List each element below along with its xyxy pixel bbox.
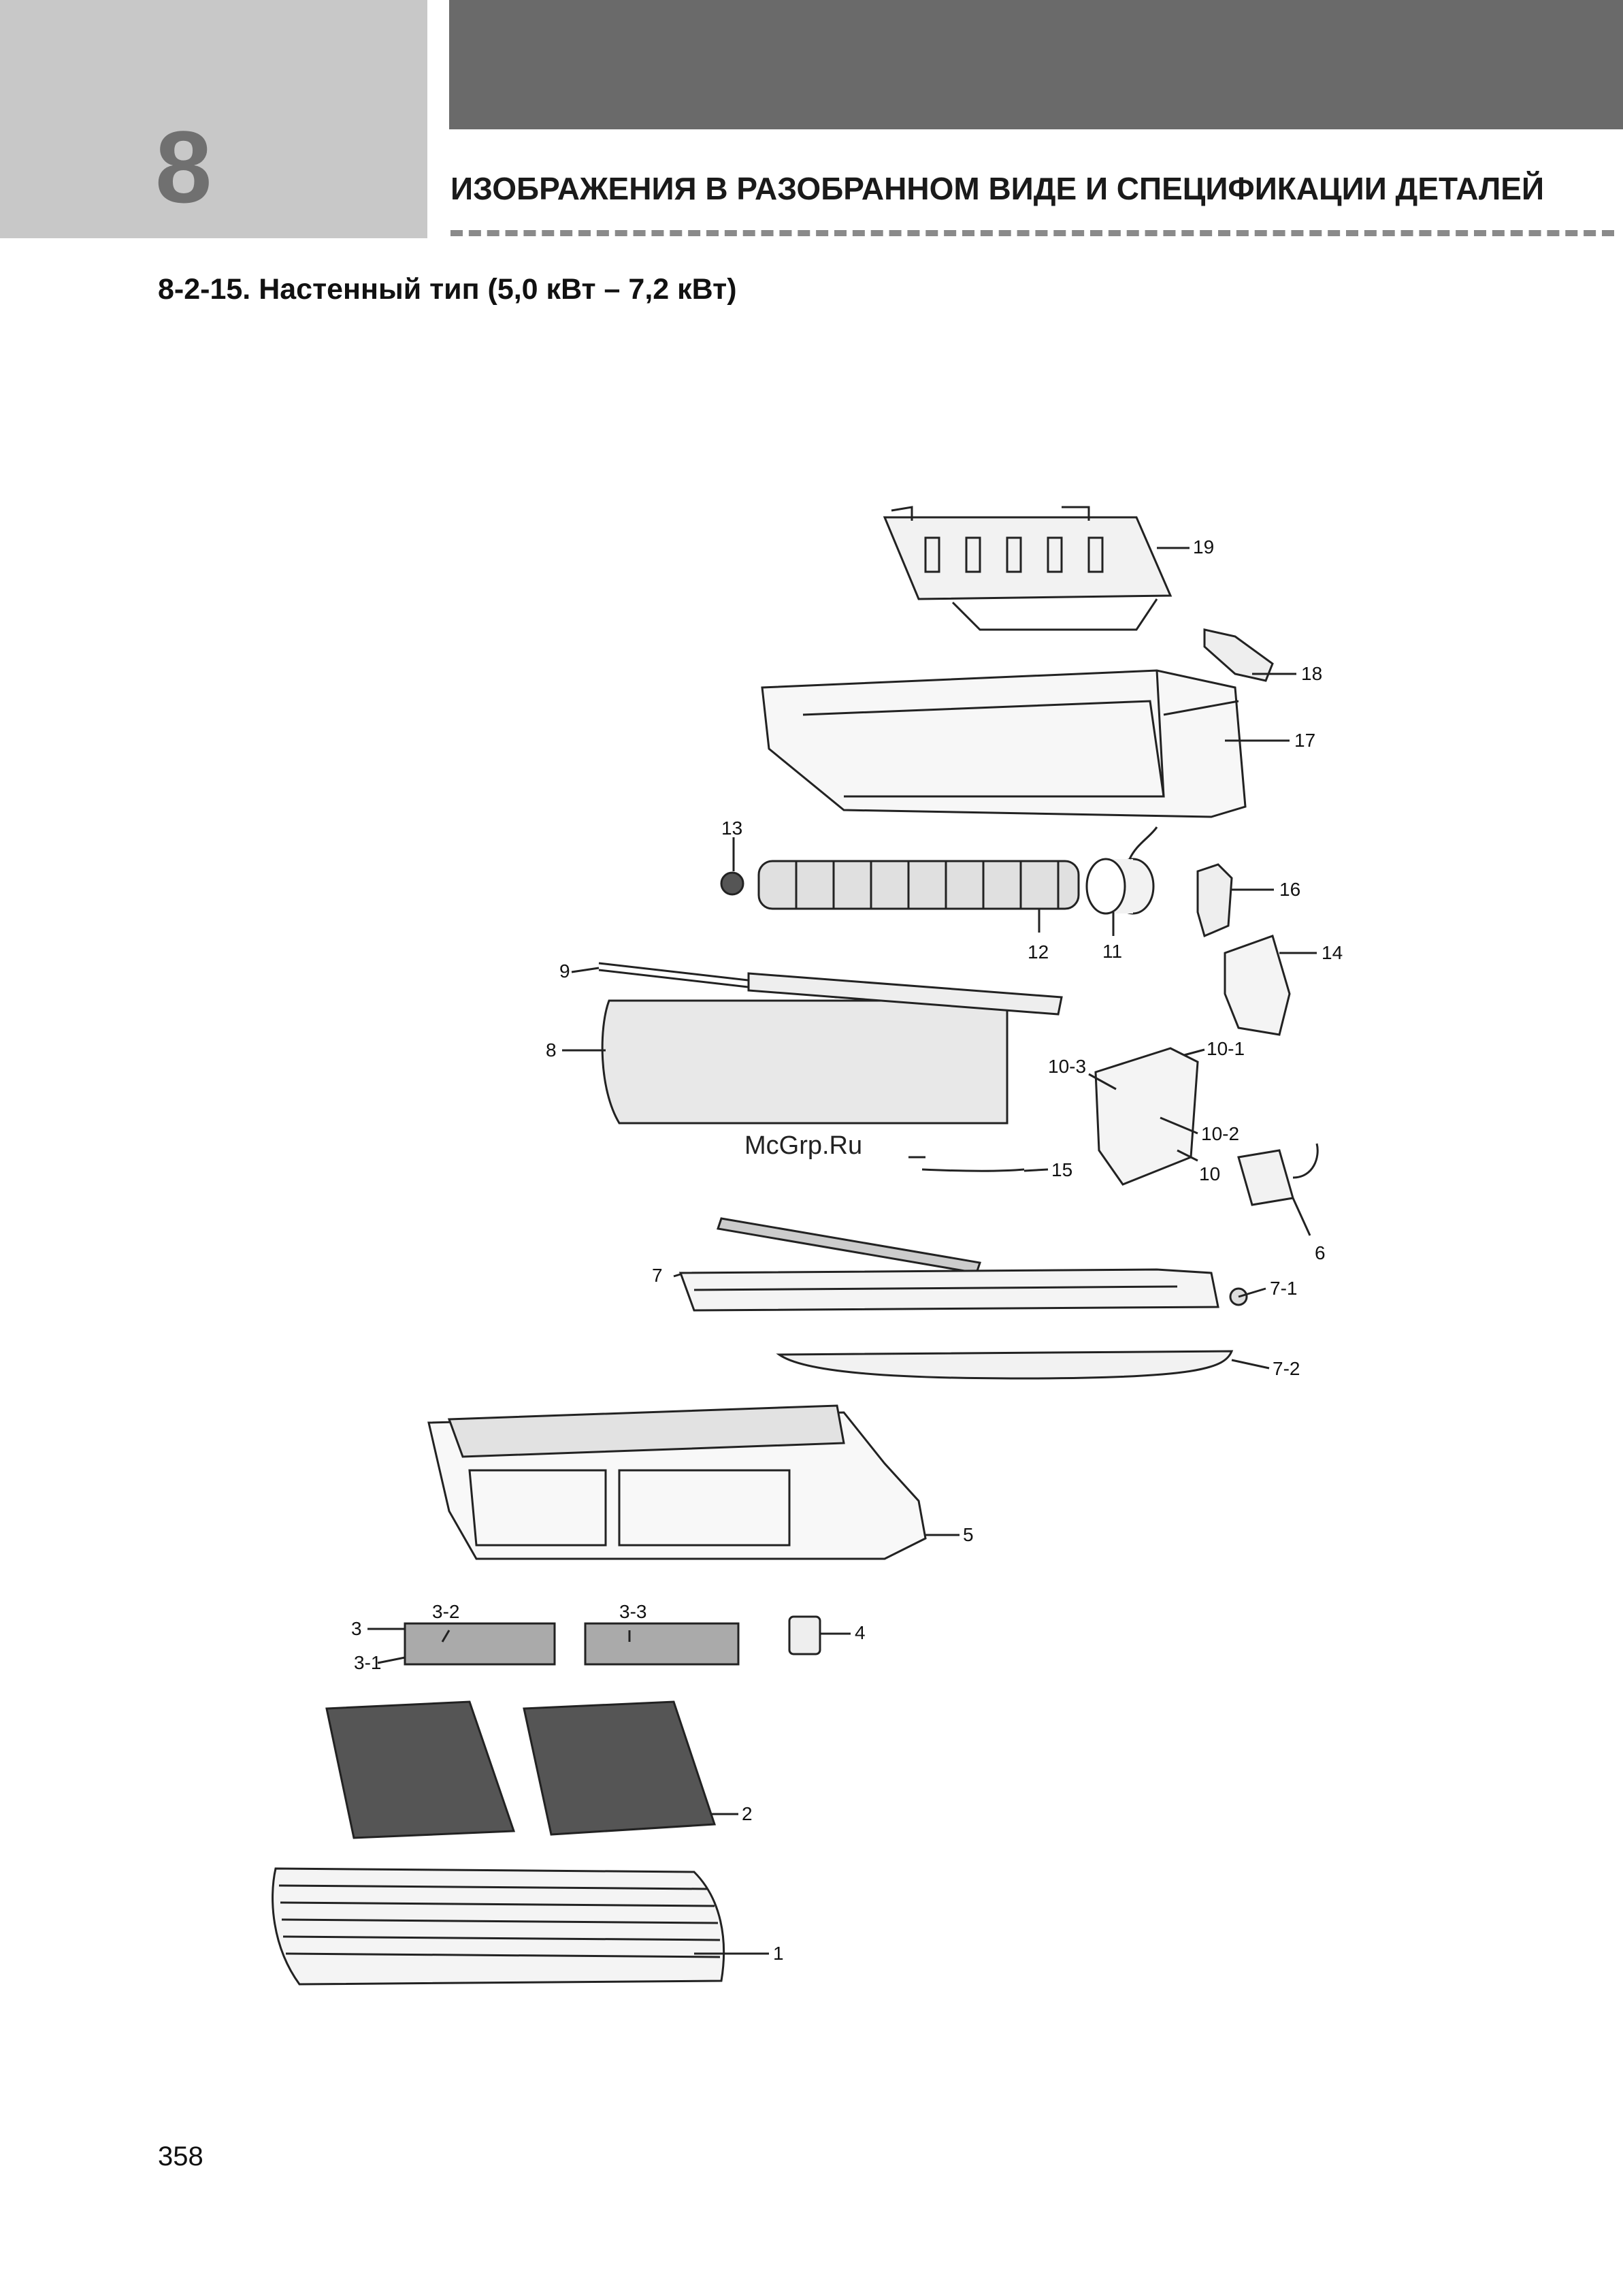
air-filter-3-3-part xyxy=(585,1623,738,1664)
fan-motor-part xyxy=(1087,827,1157,913)
front-frame-part xyxy=(429,1406,925,1559)
part-label: 11 xyxy=(1102,941,1122,962)
air-filter-3-2-part xyxy=(405,1623,555,1664)
part-label: 12 xyxy=(1028,941,1049,963)
part-label: 19 xyxy=(1193,536,1214,557)
front-grille-part xyxy=(273,1869,724,1984)
part-label: 2 xyxy=(742,1803,753,1824)
drain-pan-part xyxy=(681,1218,1218,1310)
motor-holder-part xyxy=(1198,864,1232,936)
part-label: 3-3 xyxy=(619,1601,646,1622)
part-label: 16 xyxy=(1279,879,1300,900)
part-label: 4 xyxy=(855,1622,866,1643)
display-pcb-part xyxy=(1239,1144,1317,1205)
mounting-plate-part xyxy=(885,507,1170,630)
part-label: 6 xyxy=(1315,1242,1326,1263)
part-label: 1 xyxy=(773,1943,784,1964)
part-label: 10-3 xyxy=(1048,1056,1086,1077)
display-cover-part xyxy=(789,1617,820,1654)
part-label: 7 xyxy=(652,1265,663,1286)
sensor-part xyxy=(908,1157,1024,1171)
chassis-part xyxy=(762,670,1245,817)
crossflow-fan-part xyxy=(759,861,1079,909)
part-label: 3-1 xyxy=(354,1652,381,1673)
control-box-cover-part xyxy=(1225,936,1290,1035)
part-label: 17 xyxy=(1294,730,1315,751)
part-label: 9 xyxy=(559,960,570,982)
air-filter-2-right-part xyxy=(524,1702,715,1834)
part-label: 18 xyxy=(1301,663,1322,684)
watermark: McGrp.Ru xyxy=(744,1133,862,1159)
part-label: 5 xyxy=(963,1524,974,1545)
air-filter-2-left-part xyxy=(327,1702,514,1838)
bearing-part xyxy=(721,873,743,894)
control-box-part xyxy=(1096,1048,1198,1184)
part-label: 10-2 xyxy=(1201,1123,1239,1144)
page-number: 358 xyxy=(158,2143,203,2170)
part-label: 8 xyxy=(546,1039,557,1061)
part-label: 7-2 xyxy=(1273,1358,1300,1379)
evaporator-part xyxy=(602,973,1062,1123)
part-label: 3-2 xyxy=(432,1601,459,1622)
louver-part xyxy=(779,1351,1232,1378)
part-label: 3 xyxy=(351,1618,362,1639)
part-label: 10 xyxy=(1199,1163,1220,1184)
part-label: 15 xyxy=(1051,1159,1072,1180)
part-label: 7-1 xyxy=(1270,1278,1297,1299)
part-label: 10-1 xyxy=(1207,1038,1245,1059)
part-label: 14 xyxy=(1322,942,1343,963)
part-label: 13 xyxy=(721,818,742,839)
